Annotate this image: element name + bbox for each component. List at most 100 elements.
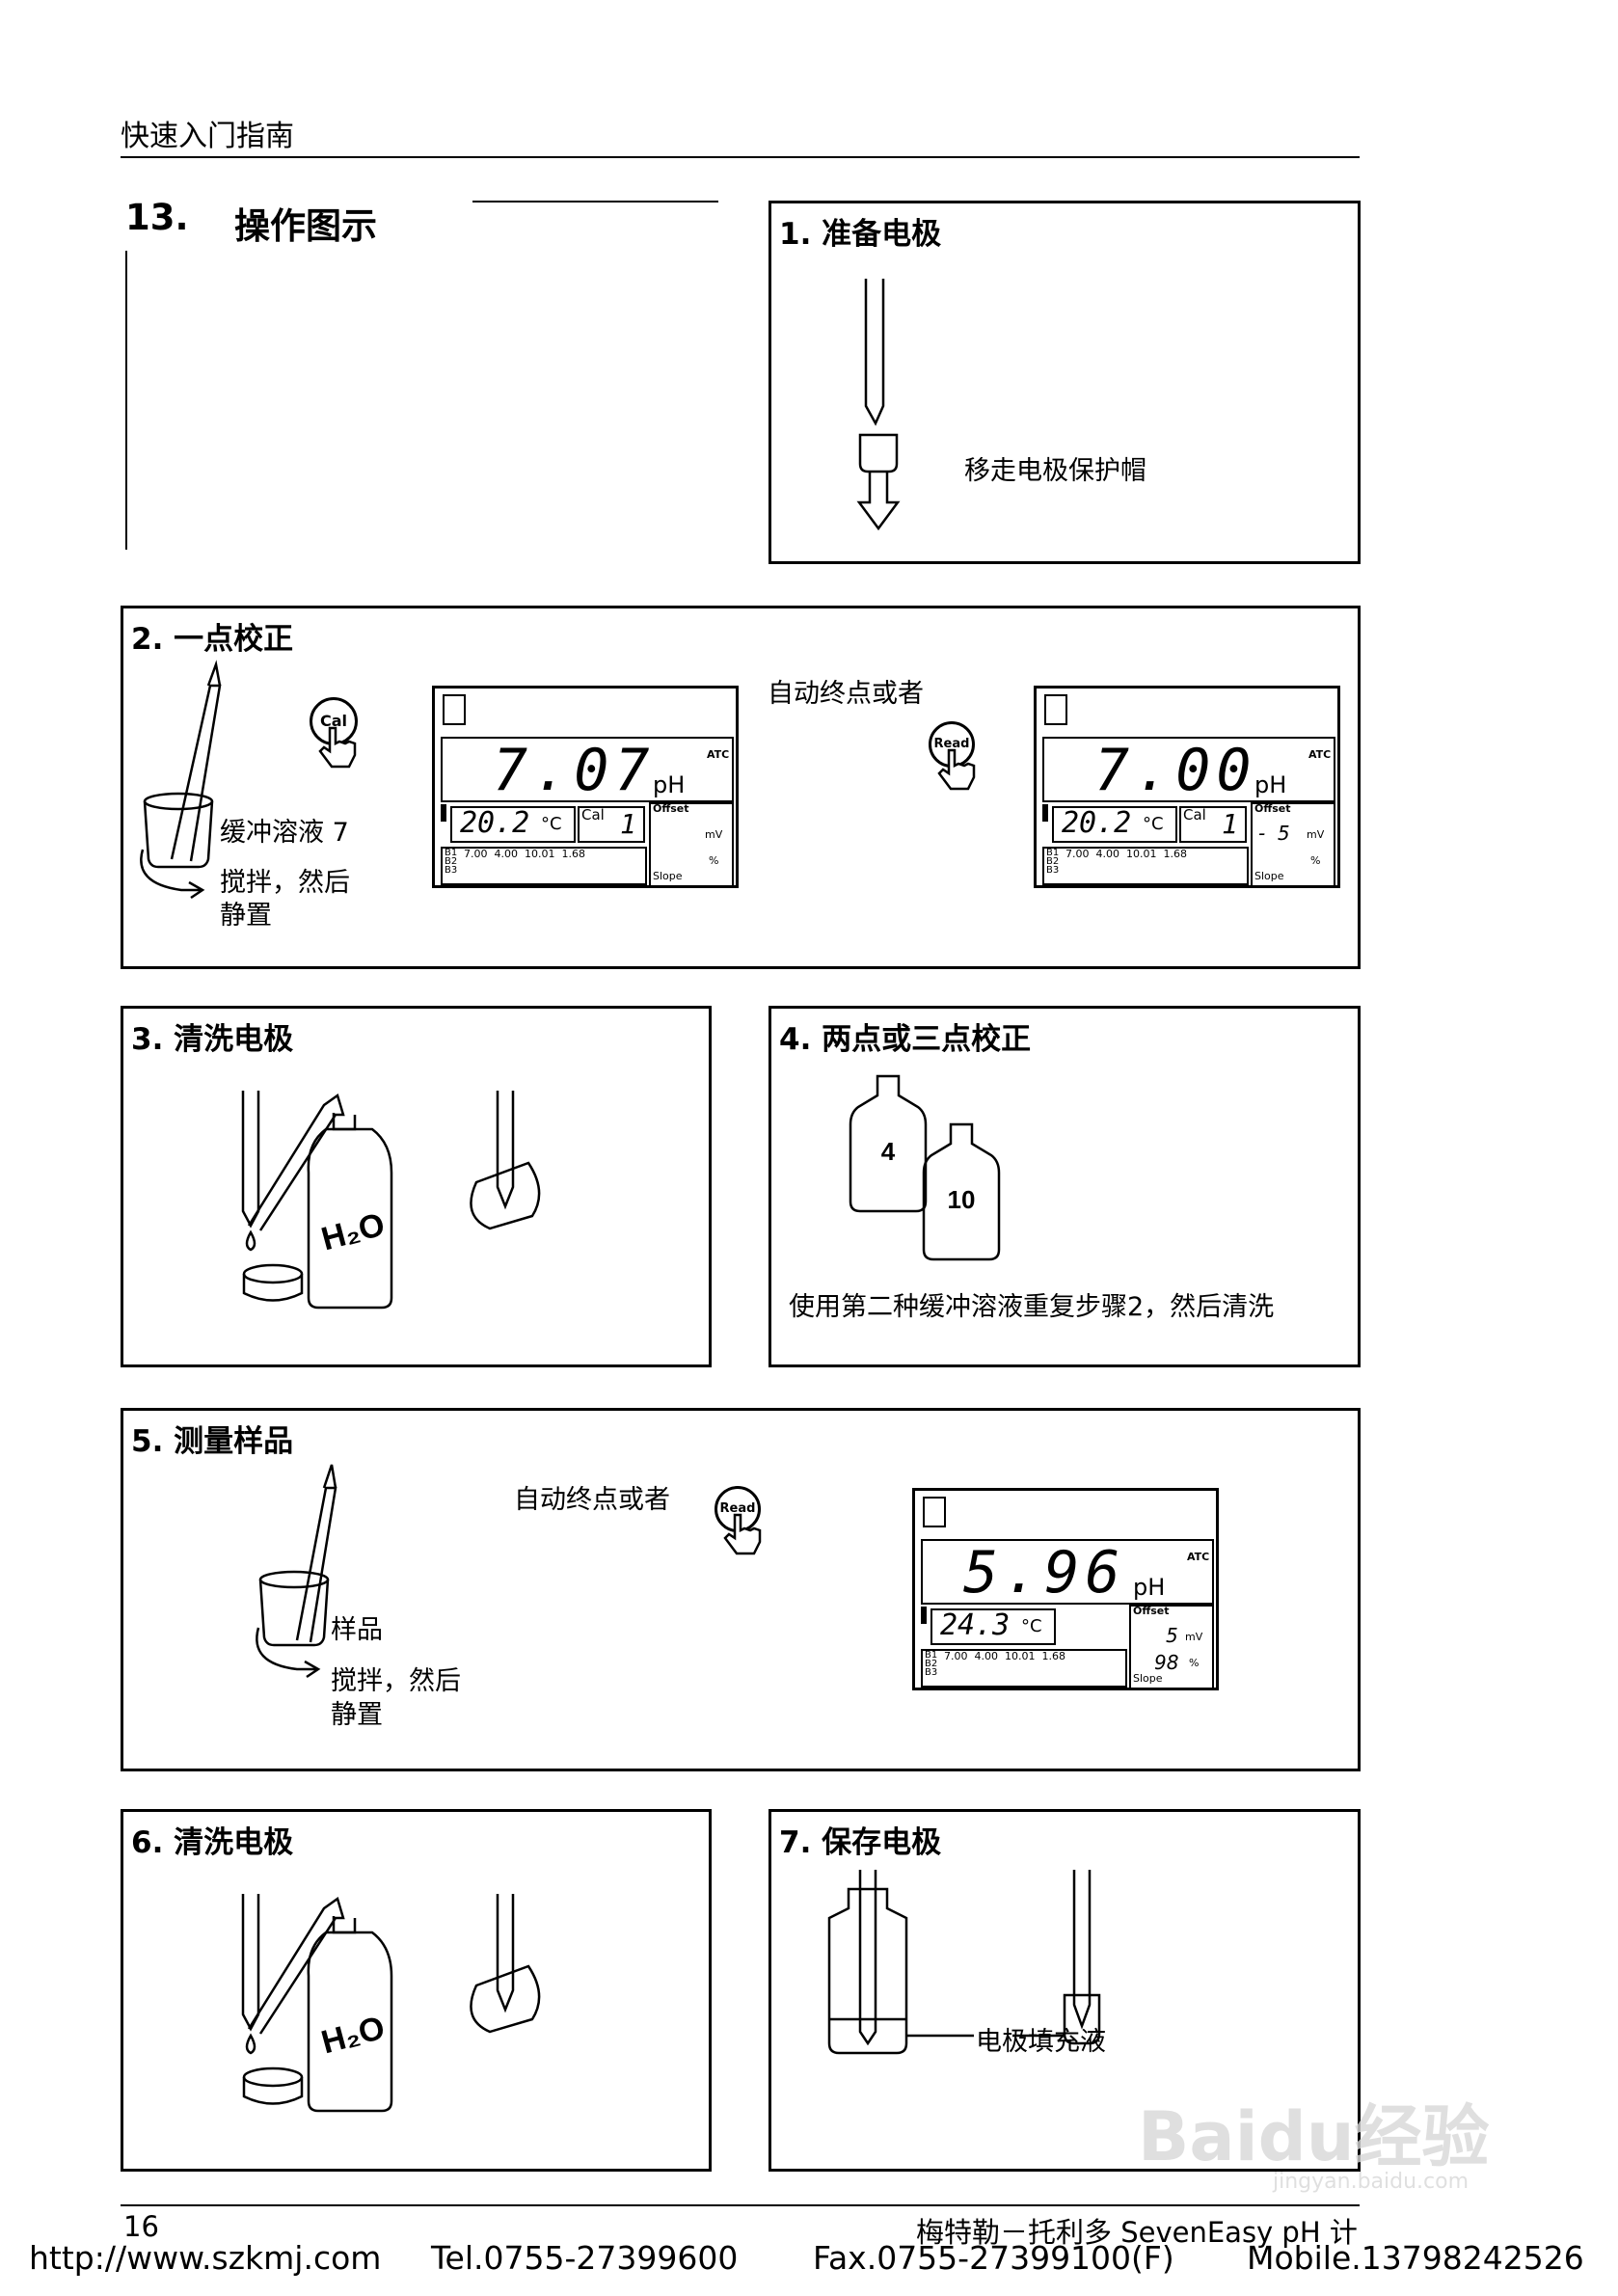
baidu-watermark: Baidu经验 <box>1138 2097 1490 2176</box>
baidu-watermark-url: jingyan.baidu.com <box>1273 2170 1470 2194</box>
ph-unit: pH <box>1133 1574 1166 1601</box>
buffer-values: 7.00 4.00 10.01 1.68 <box>1065 848 1187 860</box>
ph-unit: pH <box>1254 771 1287 798</box>
atc-label: ATC <box>707 748 730 761</box>
cal-label: Cal <box>581 806 605 824</box>
offset-value: - 5 <box>1258 822 1290 845</box>
stir-label-1: 搅拌，然后 <box>220 868 350 898</box>
step-3-title: 3. 清洗电极 <box>131 1022 294 1057</box>
step-5-panel: 5. 测量样品 样品 搅拌，然后 静置 自动终点或者 Read 5.96 pH … <box>121 1408 1361 1771</box>
product-name: 梅特勒－托利多 SevenEasy pH 计 <box>916 2216 1358 2249</box>
offset-value: 5 <box>1166 1624 1178 1647</box>
battery-icon <box>1044 694 1067 725</box>
ph-reading: 7.00 <box>1094 737 1257 804</box>
buffer-group-b2: B2 <box>445 856 458 867</box>
step-7-panel: 7. 保存电极 电极填充液 <box>769 1809 1361 2172</box>
step-3-panel: 3. 清洗电极 H₂O <box>121 1006 712 1367</box>
section-number: 13. <box>125 197 189 238</box>
h2o-bottle-label: H₂O <box>317 1206 389 1258</box>
page-number: 16 <box>123 2210 159 2243</box>
reading-frame <box>921 1539 1214 1605</box>
temp-frame <box>930 1608 1056 1645</box>
beaker-electrode-illustration <box>140 660 222 900</box>
slope-value: 98 <box>1154 1651 1179 1674</box>
stir-label-2: 静置 <box>220 901 272 931</box>
step-2-panel: 2. 一点校正 Cal 缓冲溶液 7 搅拌，然后 静置 7.07 pH ATC … <box>121 606 1361 969</box>
step-5-title: 5. 测量样品 <box>131 1424 294 1459</box>
pressing-hand-icon <box>723 1513 762 1555</box>
remove-cap-label: 移走电极保护帽 <box>964 456 1146 486</box>
buffer-values: 7.00 4.00 10.01 1.68 <box>944 1650 1065 1662</box>
section-vertical-rule <box>125 251 127 550</box>
store-electrode-illustration <box>827 1870 1101 2055</box>
buffer-group-b2: B2 <box>925 1659 938 1669</box>
buffer-bottles-illustration: 4 10 <box>849 1074 1001 1261</box>
temp-reading: 20.2 <box>460 806 530 840</box>
contact-mobile: Mobile.13798242526 <box>1247 2239 1584 2277</box>
section-title: 操作图示 <box>234 205 377 247</box>
electrode-cap-removal-illustration <box>856 279 901 531</box>
battery-icon <box>443 694 466 725</box>
buffer-group-b1: B1 <box>445 848 458 858</box>
offset-slope-frame <box>1129 1605 1214 1689</box>
buffer-label: 缓冲溶液 7 <box>220 818 349 848</box>
atc-label: ATC <box>1187 1551 1210 1563</box>
contact-fax: Fax.0755-27399100(F) <box>813 2239 1174 2277</box>
cal-point-value: 1 <box>620 808 636 840</box>
repeat-step-caption: 使用第二种缓冲溶液重复步骤2，然后清洗 <box>789 1292 1275 1322</box>
sample-label: 样品 <box>331 1615 383 1645</box>
buffer-bottle-label: 10 <box>948 1185 976 1214</box>
offset-label: Offset <box>1254 802 1291 815</box>
atc-label: ATC <box>1308 748 1332 761</box>
thermometer-icon <box>441 804 446 822</box>
buffer-group-b3: B3 <box>1046 865 1060 876</box>
stir-label-1: 搅拌，然后 <box>331 1666 461 1696</box>
step-4-title: 4. 两点或三点校正 <box>779 1022 1032 1057</box>
step-2-title: 2. 一点校正 <box>131 622 294 657</box>
contact-tel: Tel.0755-27399600 <box>431 2239 739 2277</box>
buffer-group-b3: B3 <box>445 865 458 876</box>
read-button-label: Read <box>719 1501 756 1516</box>
thermometer-icon <box>921 1607 927 1624</box>
buffer-group-b1: B1 <box>925 1650 938 1661</box>
temp-reading: 24.3 <box>940 1608 1011 1642</box>
read-button-label: Read <box>933 737 970 751</box>
ph-meter-display: 7.00 pH ATC 20.2 °C Cal 1 Offset - 5 mV … <box>1034 686 1340 888</box>
filling-solution-label: 电极填充液 <box>976 2027 1106 2057</box>
slope-label: Slope <box>1133 1672 1163 1685</box>
cal-frame <box>578 806 645 843</box>
thermometer-icon <box>1042 804 1048 822</box>
slope-label: Slope <box>653 870 683 882</box>
buffer-group-frame <box>441 847 647 885</box>
buffer-group-frame <box>921 1649 1127 1688</box>
reading-frame <box>441 737 734 802</box>
pressing-hand-icon <box>937 748 976 791</box>
section-rule <box>472 201 718 203</box>
offset-slope-frame <box>1251 802 1335 887</box>
buffer-group-b2: B2 <box>1046 856 1060 867</box>
buffer-group-b3: B3 <box>925 1667 938 1678</box>
step-6-title: 6. 清洗电极 <box>131 1825 294 1860</box>
step-1-panel: 1. 准备电极 移走电极保护帽 <box>769 201 1361 564</box>
offset-slope-frame <box>649 802 734 887</box>
temp-unit: °C <box>541 814 562 834</box>
buffer-group-labels: B1 B2 B3 <box>1046 848 1060 876</box>
buffer-group-b1: B1 <box>1046 848 1060 858</box>
temp-unit: °C <box>1143 814 1164 834</box>
offset-label: Offset <box>653 802 689 815</box>
step-7-title: 7. 保存电极 <box>779 1825 942 1860</box>
cal-frame <box>1179 806 1247 843</box>
mv-unit: mV <box>1185 1631 1203 1643</box>
mv-unit: mV <box>705 828 723 841</box>
mv-unit: mV <box>1307 828 1325 841</box>
percent-unit: % <box>1310 854 1321 867</box>
buffer-bottle-label: 4 <box>881 1137 896 1166</box>
slope-label: Slope <box>1254 870 1284 882</box>
battery-icon <box>923 1497 946 1527</box>
temp-frame <box>450 806 576 843</box>
cal-label: Cal <box>1183 806 1206 824</box>
contact-web-link[interactable]: http://www.szkmj.com <box>29 2239 382 2277</box>
cal-point-value: 1 <box>1222 808 1238 840</box>
step-4-panel: 4. 两点或三点校正 4 10 使用第二种缓冲溶液重复步骤2，然后清洗 <box>769 1006 1361 1367</box>
rinse-electrode-illustration: H₂O <box>241 1091 541 1310</box>
